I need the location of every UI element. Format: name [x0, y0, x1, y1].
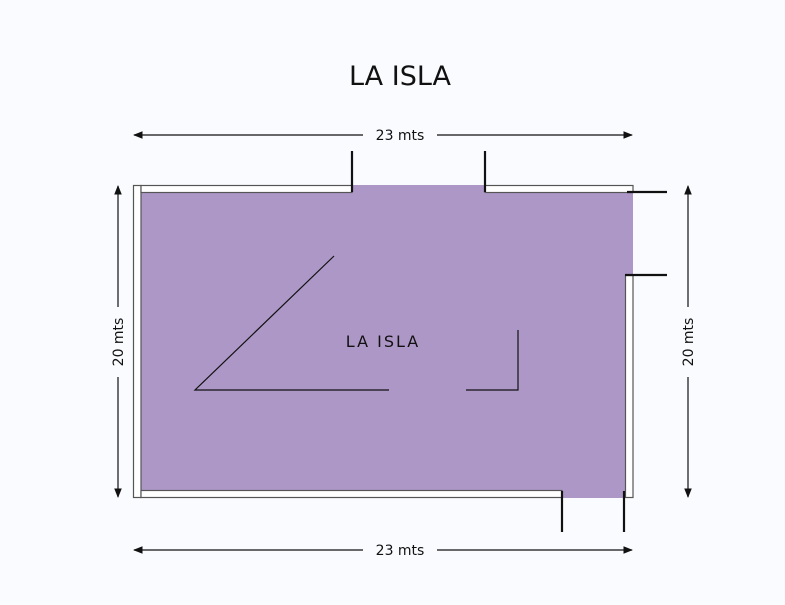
wall-right [624, 274, 634, 499]
room-floor [137, 185, 633, 498]
interior-corner-line [466, 330, 519, 391]
dimension-bottom: 23 mts [376, 543, 425, 559]
wall-bottom [140, 489, 563, 499]
room-label: LA ISLA [346, 332, 420, 351]
dimension-left: 20 mts [111, 318, 127, 367]
wall-left [132, 184, 142, 499]
interior-lines [193, 255, 519, 391]
dimension-lines [114, 131, 692, 554]
wall-top-left [140, 184, 353, 194]
dimension-right: 20 mts [681, 318, 697, 367]
door-openings [350, 151, 667, 532]
interior-triangle-line [193, 255, 389, 391]
wall-top-right [484, 184, 634, 194]
plan-title: LA ISLA [349, 61, 451, 92]
dimension-top: 23 mts [376, 128, 425, 144]
walls [132, 184, 634, 499]
